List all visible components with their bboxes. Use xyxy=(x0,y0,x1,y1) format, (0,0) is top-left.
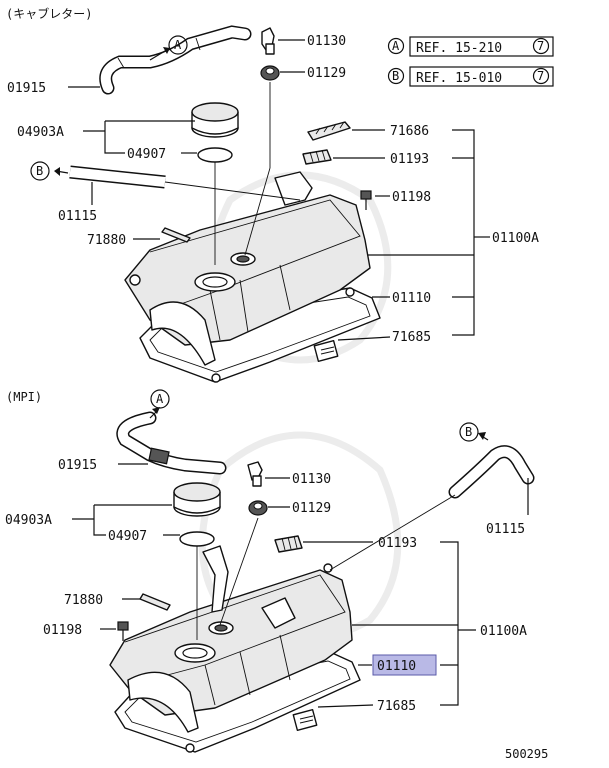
ref-b-letter: B xyxy=(392,69,399,83)
carb-label-04903A: 04903A xyxy=(17,125,64,140)
carb-hose-arrow-icon xyxy=(163,47,170,54)
carb-label-01100A: 01100A xyxy=(492,231,539,246)
carb-hose-a-letter: A xyxy=(174,38,182,52)
carb-cover-front xyxy=(149,301,216,366)
mpi-section-title: (MPI) xyxy=(6,390,42,404)
figure-number: 500295 xyxy=(505,747,548,761)
ref-a-circle-icon xyxy=(387,37,405,55)
ref-b-box xyxy=(409,66,554,87)
ref-a-letter: A xyxy=(392,39,400,53)
mpi-hose-b-marker-icon xyxy=(459,422,479,442)
mpi-hose-b-arrow-icon xyxy=(478,432,486,440)
carb-hose-b-marker-icon xyxy=(30,161,50,181)
mpi-label-01193: 01193 xyxy=(378,536,417,551)
reference-a[interactable]: A REF. 15-210 7 xyxy=(387,36,554,57)
carb-oil-filler-neck xyxy=(194,272,236,292)
carb-filler-cap xyxy=(191,102,239,265)
carb-label-01129: 01129 xyxy=(307,66,346,81)
carb-hose-b-letter: B xyxy=(36,164,43,178)
ref-b-number: 7 xyxy=(537,69,544,83)
carb-cap-gasket xyxy=(197,147,233,163)
mpi-bolt-01198 xyxy=(117,621,129,641)
ref-b-circle-icon xyxy=(387,67,405,85)
carb-strip-71880 xyxy=(161,227,191,243)
carb-label-01198: 01198 xyxy=(392,190,431,205)
mpi-label-01110[interactable]: 01110 xyxy=(377,659,416,674)
mpi-label-01100A: 01100A xyxy=(480,624,527,639)
mpi-label-01198: 01198 xyxy=(43,623,82,638)
carb-hose-a-marker-icon xyxy=(168,35,188,55)
reference-b[interactable]: B REF. 15-010 7 xyxy=(387,66,554,87)
ref-b-num-circle-icon xyxy=(532,67,550,85)
mpi-highlight-01110[interactable] xyxy=(372,654,437,676)
mpi-strip-71880 xyxy=(139,593,171,611)
carb-label-01915: 01915 xyxy=(7,81,46,96)
carb-pcv-hose: B xyxy=(30,161,301,205)
mpi-assembly xyxy=(109,545,361,753)
mpi-callouts: 01915 01130 01129 04903A 04907 01193 011… xyxy=(5,458,527,714)
carb-bolt-01198 xyxy=(360,190,372,210)
ref-a-box xyxy=(409,36,554,57)
mpi-label-01115: 01115 xyxy=(486,522,525,537)
carb-label-71686: 71686 xyxy=(390,124,429,139)
mpi-breather-hose: A xyxy=(116,389,227,475)
ref-b-text: REF. 15-010 xyxy=(416,71,502,86)
carb-assembly xyxy=(124,171,381,383)
carb-label-71685: 71685 xyxy=(392,330,431,345)
mpi-cover-front xyxy=(127,671,199,733)
mpi-hose-a-arrow-icon xyxy=(152,407,160,414)
carb-pcv-fitting xyxy=(261,27,305,55)
carb-callouts: 01915 01130 01129 04903A 04907 71686 011… xyxy=(7,34,539,345)
carb-label-71686-part xyxy=(307,121,351,141)
mpi-filler-cap xyxy=(173,482,221,640)
mpi-label-71880: 71880 xyxy=(64,593,103,608)
mpi-grommet xyxy=(219,500,290,626)
mpi-label-71685: 71685 xyxy=(377,699,416,714)
mpi-pcv-fitting xyxy=(247,461,290,487)
mpi-label-01129: 01129 xyxy=(292,501,331,516)
carb-hose-b-arrow-icon xyxy=(54,167,60,176)
mpi-caution-label-71685 xyxy=(292,708,318,732)
mpi-label-04907: 04907 xyxy=(108,529,147,544)
carburetor-section-title: (キャブレター) xyxy=(6,6,92,21)
carb-cap-nut-01193 xyxy=(302,149,332,165)
carb-caution-label-71685 xyxy=(313,339,339,363)
ref-a-num-circle-icon xyxy=(532,37,550,55)
mpi-label-01130: 01130 xyxy=(292,472,331,487)
mpi-pcv-hose: B xyxy=(329,422,535,571)
mpi-bracket xyxy=(202,545,229,613)
carb-label-01115: 01115 xyxy=(58,209,97,224)
carb-label-01193: 01193 xyxy=(390,152,429,167)
mpi-hose-a-letter: A xyxy=(156,392,164,406)
carb-label-71880: 71880 xyxy=(87,233,126,248)
carb-label-04907: 04907 xyxy=(127,147,166,162)
carb-grommet xyxy=(244,65,305,256)
mpi-cap-nut-01193 xyxy=(274,535,303,553)
ref-a-number: 7 xyxy=(537,39,544,53)
mpi-hose-a-marker-icon xyxy=(150,389,170,409)
ref-a-text: REF. 15-210 xyxy=(416,41,502,56)
carb-breather-hose: A xyxy=(99,25,252,95)
mpi-label-01915: 01915 xyxy=(58,458,97,473)
mpi-hose-b-letter: B xyxy=(465,425,472,439)
mpi-oil-filler-neck xyxy=(174,643,216,663)
mpi-label-04903A: 04903A xyxy=(5,513,52,528)
carb-label-01110: 01110 xyxy=(392,291,431,306)
carb-label-01130: 01130 xyxy=(307,34,346,49)
mpi-cap-gasket xyxy=(179,531,215,547)
carb-bracket xyxy=(274,171,313,206)
